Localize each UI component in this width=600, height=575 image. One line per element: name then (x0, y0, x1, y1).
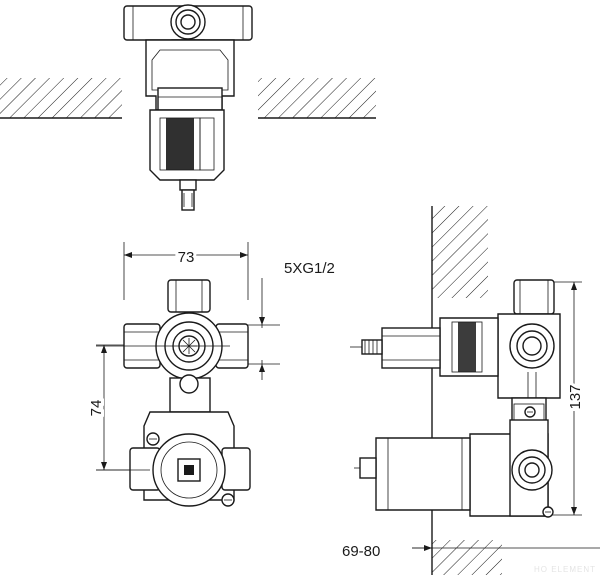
side-wall-hatch-top (432, 206, 488, 298)
front-view: 73 5XG1/2 74 (85, 242, 335, 507)
side-lower-stem (359, 457, 377, 479)
width-dim-label: 73 (178, 249, 195, 266)
side-wall-hatch-bottom (432, 540, 502, 575)
port-top (167, 279, 211, 313)
watermark: HO ELEMENT (534, 565, 596, 574)
connections-dim-label: 5XG1/2 (284, 260, 335, 277)
side-lower-cartridge (375, 437, 471, 511)
depth-dim-label: 69-80 (342, 543, 380, 560)
wall-hatch-right (258, 78, 376, 118)
height-front-dim-label: 74 (88, 400, 105, 417)
port-lower-right (221, 447, 251, 491)
height-side-dim-label: 137 (567, 384, 584, 409)
top-view (0, 4, 376, 211)
wall-hatch-left (0, 78, 122, 118)
side-view: 137 69-80 (342, 206, 600, 575)
stem-top (181, 189, 195, 211)
